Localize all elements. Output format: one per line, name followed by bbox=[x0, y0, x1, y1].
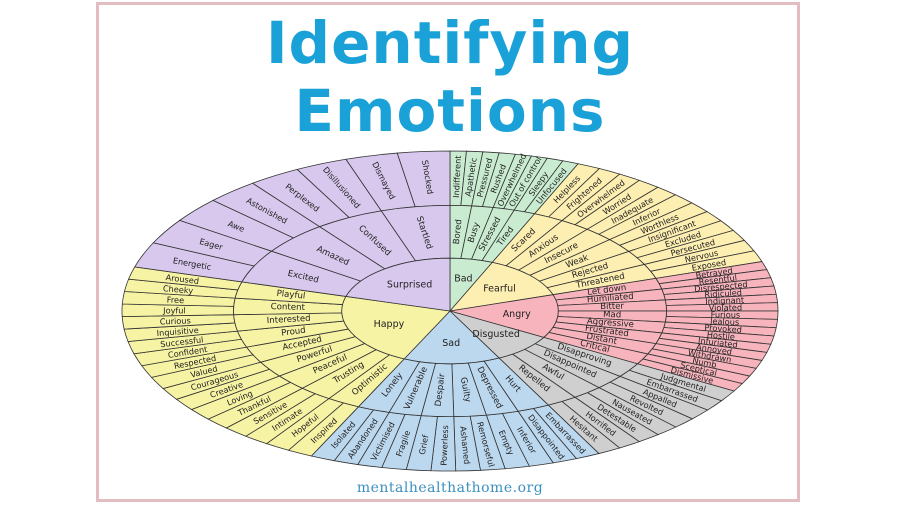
outer-label-provoked: Provoked bbox=[704, 322, 742, 334]
core-label-bad: Bad bbox=[454, 273, 472, 284]
outer-label-curious: Curious bbox=[160, 315, 191, 326]
outer-label-powerless: Powerless bbox=[439, 425, 451, 466]
outer-label-grief: Grief bbox=[417, 433, 431, 456]
outer-label-infuriated: Infuriated bbox=[698, 335, 739, 350]
outer-label-successful: Successful bbox=[160, 334, 204, 349]
middle-label-mad: Mad bbox=[603, 310, 621, 320]
outer-label-ridiculed: Ridiculed bbox=[704, 287, 742, 299]
middle-label-aggressive: Aggressive bbox=[586, 317, 634, 331]
outer-label-ashamed: Ashamed bbox=[458, 426, 472, 465]
core-segment-happy bbox=[341, 296, 451, 360]
middle-label-despair: Despair bbox=[434, 373, 448, 407]
title-line-1: Identifying bbox=[265, 9, 635, 77]
outer-label-indignant: Indignant bbox=[705, 295, 745, 307]
footer-url[interactable]: mentalhealthathome.org bbox=[356, 480, 544, 496]
middle-label-guilty: Guilty bbox=[458, 376, 473, 403]
outer-label-inquisitive: Inquisitive bbox=[156, 325, 199, 338]
core-label-surprised: Surprised bbox=[387, 279, 432, 290]
middle-label-bored: Bored bbox=[452, 219, 465, 245]
outer-label-joyful: Joyful bbox=[162, 305, 186, 315]
outer-label-cheeky: Cheeky bbox=[163, 283, 194, 295]
outer-label-resentful: Resentful bbox=[698, 272, 737, 286]
core-segment-sad bbox=[403, 310, 500, 365]
middle-label-bitter: Bitter bbox=[600, 302, 625, 313]
core-segment-angry bbox=[449, 294, 559, 338]
middle-label-content: Content bbox=[271, 302, 306, 313]
middle-label-humiliated: Humiliated bbox=[587, 292, 634, 306]
outer-label-disrespected: Disrespected bbox=[694, 279, 748, 294]
outer-label-numb: Numb bbox=[692, 355, 718, 370]
core-label-happy: Happy bbox=[374, 319, 405, 330]
core-label-angry: Angry bbox=[503, 309, 531, 320]
core-label-fearful: Fearful bbox=[483, 283, 516, 294]
core-segment-fearful bbox=[448, 261, 554, 312]
title-line-2: Emotions bbox=[294, 77, 606, 145]
core-segment-surprised bbox=[345, 257, 451, 312]
outer-label-violated: Violated bbox=[709, 302, 743, 312]
outer-label-hostile: Hostile bbox=[706, 329, 735, 342]
outer-label-free: Free bbox=[167, 295, 185, 306]
middle-label-playful: Playful bbox=[276, 289, 306, 302]
middle-label-proud: Proud bbox=[281, 326, 307, 339]
outer-label-furious: Furious bbox=[711, 309, 741, 319]
middle-label-interested: Interested bbox=[267, 314, 311, 326]
core-label-sad: Sad bbox=[442, 338, 460, 349]
outer-label-aroused: Aroused bbox=[165, 272, 199, 286]
core-label-disgusted: Disgusted bbox=[472, 329, 520, 340]
outer-label-jealous: Jealous bbox=[709, 316, 740, 327]
outer-label-indifferent: Indifferent bbox=[451, 154, 463, 198]
